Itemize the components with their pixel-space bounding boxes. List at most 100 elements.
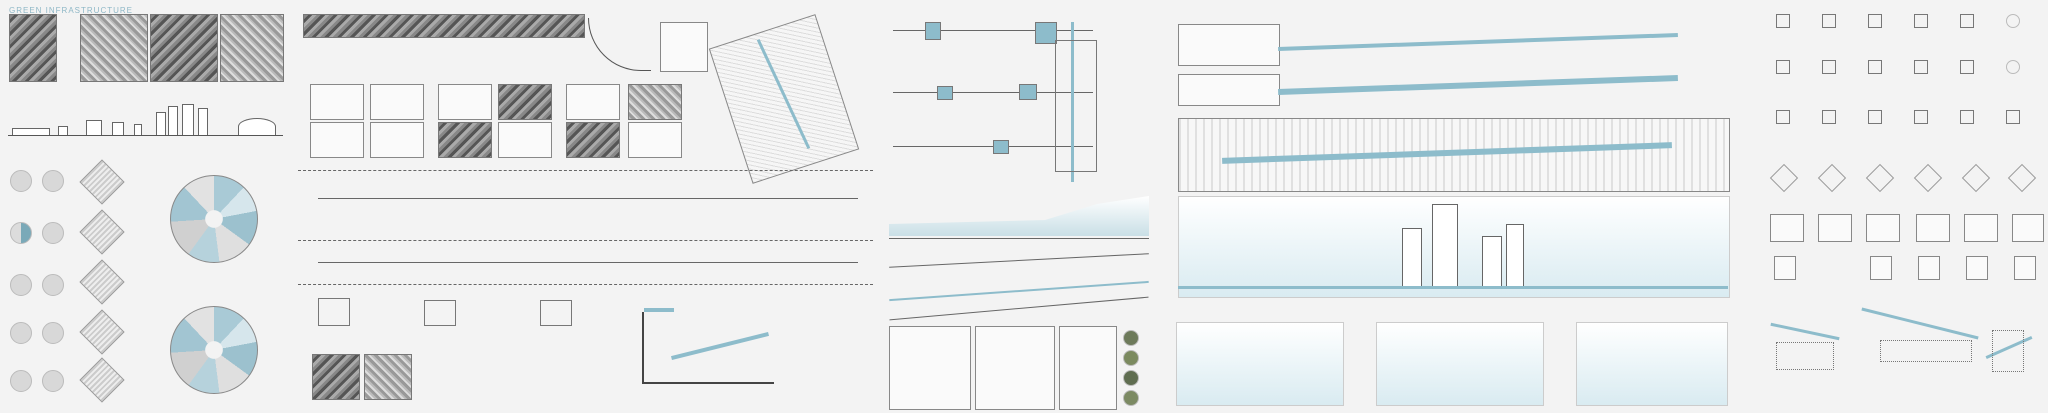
structure-module [2012, 214, 2044, 242]
canopy-module [1865, 163, 1895, 193]
site-map-tile [79, 209, 125, 255]
terrain-section [889, 196, 1149, 236]
canopy-module [1913, 163, 1943, 193]
structure-module [1916, 214, 1950, 242]
map-photo [566, 122, 620, 158]
structure-module [1966, 256, 1988, 280]
component-icon [1868, 60, 1882, 74]
map-sketch [370, 122, 424, 158]
map-photo [628, 84, 682, 120]
support-structure [1880, 340, 1972, 362]
riser-frame [1055, 40, 1097, 172]
photo-strip [303, 14, 585, 38]
tower [1482, 236, 1502, 289]
pipe-riser [1071, 22, 1074, 182]
map-sketch [370, 84, 424, 120]
component-icon [1776, 60, 1790, 74]
map-sketch [310, 84, 364, 120]
bridge-deck [1770, 322, 1840, 341]
plan-strip [1178, 24, 1280, 66]
info-sheet [1059, 326, 1117, 410]
structure-module [1770, 214, 1804, 242]
pie-chart [10, 274, 32, 296]
divider-line [298, 284, 873, 285]
pie-chart [10, 322, 32, 344]
site-plan-map [660, 22, 708, 72]
pie-chart [10, 370, 32, 392]
greenway-plan [1278, 33, 1678, 51]
map-sketch [438, 84, 492, 120]
tank-box [937, 86, 953, 100]
tower [1506, 224, 1524, 289]
section-sketch [424, 300, 456, 326]
component-icon [1776, 110, 1790, 124]
support-structure [1776, 342, 1834, 370]
bridge-deck [1861, 307, 1979, 340]
map-sketch [566, 84, 620, 120]
component-icon [1960, 14, 1974, 28]
section-line [889, 253, 1149, 268]
analysis-panel: GREEN INFRASTRUCTURE [0, 0, 295, 413]
component-icon [1960, 60, 1974, 74]
board-title: GREEN INFRASTRUCTURE [9, 6, 134, 15]
component-icon [1822, 60, 1836, 74]
component-icon [2006, 110, 2020, 124]
component-icon [1960, 110, 1974, 124]
site-mapping-panel [298, 0, 878, 413]
component-icon [1914, 110, 1928, 124]
structure-module [1964, 214, 1998, 242]
site-map-tile [79, 159, 125, 205]
divider-line [298, 170, 873, 171]
structure-module [1866, 214, 1900, 242]
canopy-module [2007, 163, 2037, 193]
greenway-plan [1278, 75, 1678, 95]
section-line [889, 280, 1149, 302]
plant-photo [1123, 330, 1139, 346]
flow-line [893, 30, 1093, 31]
components-panel [1760, 0, 2048, 413]
component-icon [1868, 14, 1882, 28]
pie-chart [10, 222, 32, 244]
component-icon [1776, 14, 1790, 28]
radial-chart [170, 306, 258, 394]
site-photo-1 [9, 14, 57, 82]
section-line [889, 238, 1149, 239]
tower [1432, 204, 1458, 289]
canopy-module [1961, 163, 1991, 193]
info-sheet [975, 326, 1055, 410]
map-sketch [628, 122, 682, 158]
interior-render [1376, 322, 1544, 406]
structure-module [2014, 256, 2036, 280]
plant-photo [1123, 350, 1139, 366]
masterplan-panel [1172, 0, 1732, 413]
radial-chart [170, 175, 258, 263]
section-line [318, 262, 858, 263]
section-sketch [540, 300, 572, 326]
pie-chart [42, 222, 64, 244]
structure-module [1870, 256, 1892, 280]
interior-render [1176, 322, 1344, 406]
interior-render [1576, 322, 1728, 406]
site-map-tile [79, 357, 125, 403]
street-photo [312, 354, 360, 400]
district-outline [588, 18, 651, 71]
component-icon [1868, 110, 1882, 124]
component-icon [2006, 14, 2020, 28]
tank-box [925, 22, 941, 40]
map-photo [438, 122, 492, 158]
info-sheet [889, 326, 971, 410]
tank-box [993, 140, 1009, 154]
site-map-tile [79, 309, 125, 355]
component-icon [1914, 14, 1928, 28]
pie-chart [42, 370, 64, 392]
site-photo-4 [220, 14, 284, 82]
channel-section [642, 312, 774, 384]
component-icon [1822, 14, 1836, 28]
section-line [318, 198, 858, 199]
site-photo-2 [80, 14, 148, 82]
canopy-module [1817, 163, 1847, 193]
pie-chart [42, 170, 64, 192]
section-sketch [318, 298, 350, 326]
section-line [889, 296, 1149, 321]
water-channel [644, 308, 674, 312]
